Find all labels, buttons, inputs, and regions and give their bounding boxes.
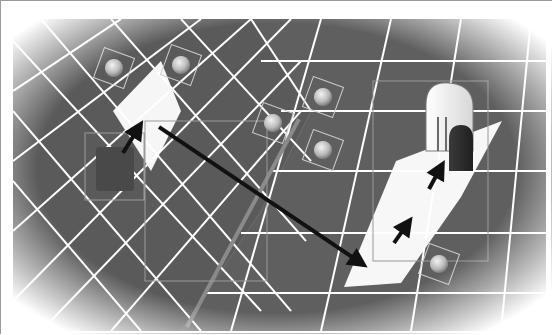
pawn-face-icon (314, 141, 332, 159)
small-tower-icon[interactable] (449, 125, 473, 171)
pawn-face-icon (264, 114, 282, 132)
shadow-unit[interactable] (96, 147, 134, 191)
pawn-face-icon (105, 59, 123, 77)
pawn-face-icon (314, 88, 332, 106)
pawn-face-icon (430, 255, 448, 273)
pawn-face-icon (172, 56, 190, 74)
